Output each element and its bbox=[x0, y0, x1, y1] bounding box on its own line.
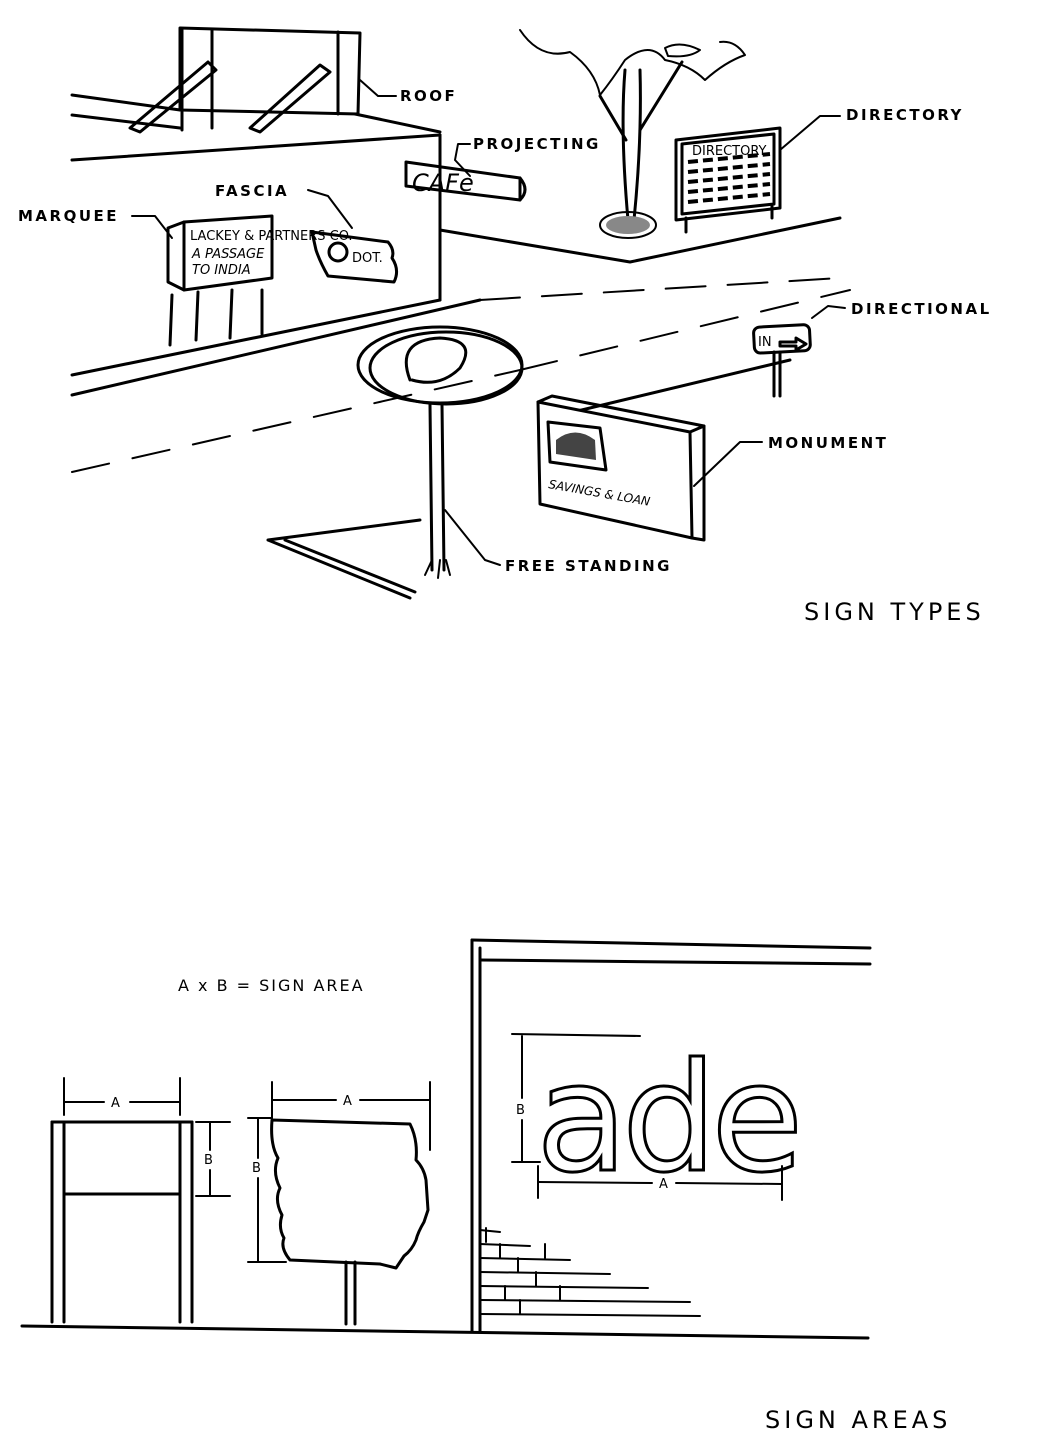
sign-area-formula: A x B = SIGN AREA bbox=[178, 976, 365, 995]
sign-types-title: SIGN TYPES bbox=[804, 598, 985, 626]
wall-letters-dim-a: A bbox=[659, 1177, 668, 1192]
post-sign-dim-b: B bbox=[204, 1153, 213, 1168]
shaped-sign: A B bbox=[247, 1081, 431, 1326]
directional-text: IN bbox=[758, 335, 772, 350]
free-standing-sign bbox=[356, 325, 524, 579]
directory-sign: DIRECTORY bbox=[674, 126, 782, 234]
wall-letters: ade bbox=[536, 1032, 797, 1206]
post-sign-dim-a: A bbox=[111, 1096, 120, 1111]
wall-letters-dim-b: B bbox=[516, 1103, 525, 1118]
marquee-line1: A PASSAGE bbox=[191, 247, 265, 262]
monument-sign: SAVINGS & LOAN bbox=[536, 394, 706, 542]
sign-areas-scene: A x B = SIGN AREA A B A B bbox=[20, 938, 951, 1434]
ground-line bbox=[20, 1324, 870, 1340]
building-outline bbox=[70, 93, 842, 397]
fascia-sign: DOT. bbox=[310, 230, 399, 284]
directional-sign: IN bbox=[752, 323, 812, 398]
marquee-top-text: LACKEY & PARTNERS CO. bbox=[190, 229, 353, 244]
label-projecting: PROJECTING bbox=[473, 135, 601, 153]
marquee-sign: LACKEY & PARTNERS CO. A PASSAGE TO INDIA bbox=[166, 214, 353, 292]
projecting-sign: CAFe bbox=[404, 160, 527, 202]
marquee-line2: TO INDIA bbox=[192, 263, 251, 278]
sign-types-scene: CAFe DIRECTORY LACKEY & PARTNERS CO. A P… bbox=[18, 26, 992, 626]
sign-areas-title: SIGN AREAS bbox=[765, 1406, 951, 1434]
label-marquee: MARQUEE bbox=[18, 207, 119, 225]
building-wall: ade B A bbox=[470, 938, 872, 1334]
label-roof: ROOF bbox=[400, 87, 457, 105]
post-sign: A B bbox=[50, 1077, 231, 1324]
tree bbox=[519, 29, 746, 239]
roof-sign bbox=[128, 26, 362, 134]
shaped-sign-dim-a: A bbox=[343, 1094, 352, 1109]
label-fascia: FASCIA bbox=[215, 182, 289, 200]
cafe-text: CAFe bbox=[412, 169, 474, 197]
label-directional: DIRECTIONAL bbox=[851, 300, 992, 318]
label-free-standing: FREE STANDING bbox=[505, 557, 672, 575]
street bbox=[71, 277, 851, 600]
label-directory: DIRECTORY bbox=[846, 106, 964, 124]
leader-lines bbox=[131, 79, 846, 566]
shaped-sign-dim-b: B bbox=[252, 1161, 261, 1176]
label-monument: MONUMENT bbox=[768, 434, 888, 452]
fascia-sign-text: DOT. bbox=[352, 251, 383, 266]
